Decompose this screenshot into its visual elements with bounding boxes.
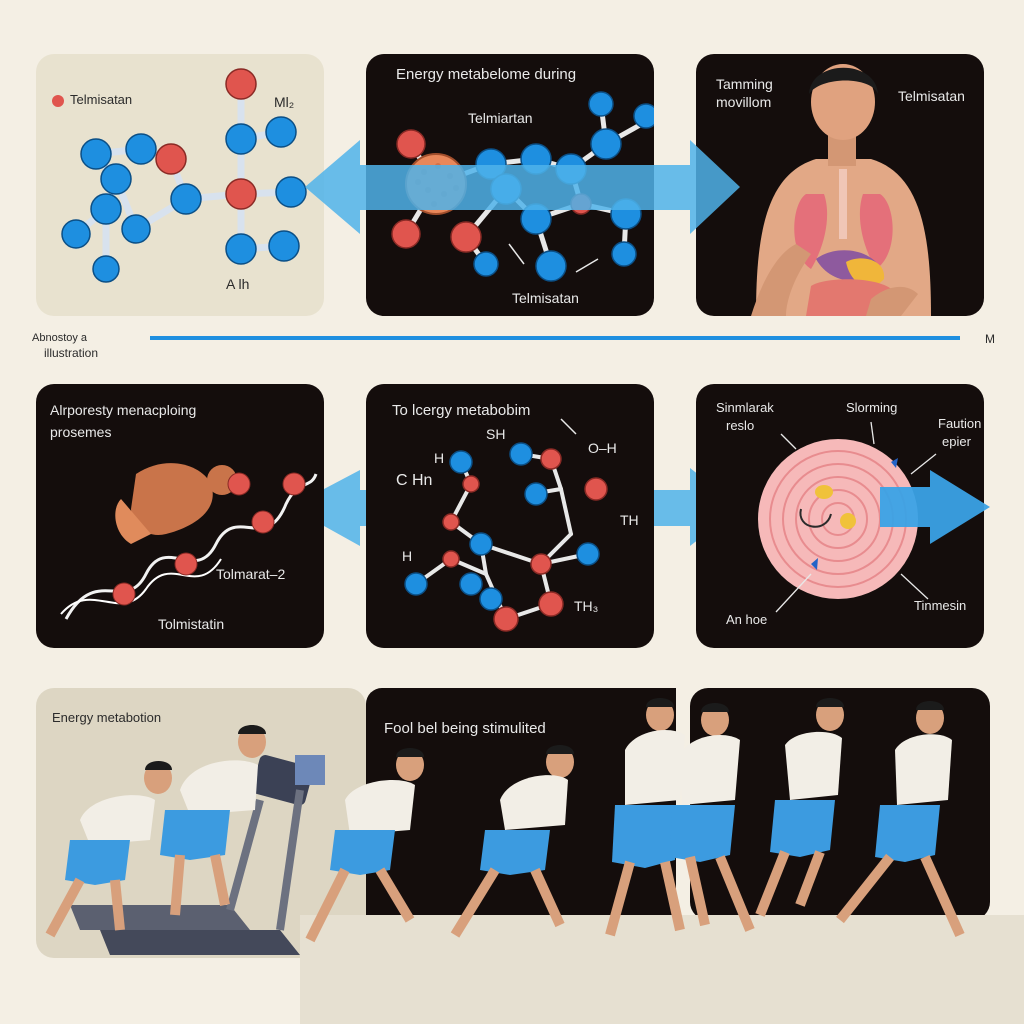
process-label-mid: Tolmarat–2 [216,566,286,582]
label-top-left-2: reslo [726,418,755,433]
label-top: Slorming [846,400,898,415]
label-th: TH [620,512,639,528]
legend-label: Telmisatan [70,92,133,107]
panel-human-anatomy: Tamming movillom Telmisatan [696,54,984,316]
panel-title-line1: Alrporesty menacploing [50,402,197,418]
label-top-left-1: Sinmlarak [716,400,774,415]
panel-title-line1: Tamming [716,76,773,92]
label-oh: O–H [588,440,617,456]
label-sh: SH [486,426,506,442]
atom-blue [80,138,112,170]
molecule-diagram [52,68,307,283]
process-illustration [60,463,318,620]
label-top-right-2: epier [942,434,971,449]
label-h-lower: H [402,548,413,564]
panel-title-line2: movillom [716,94,772,110]
formula-label-bottom: A lh [226,276,250,292]
label-th3: TH₃ [574,598,599,614]
process-label-bottom: Tolmistatin [158,616,225,632]
panel-label-stimulated: Fool bel being stimulited [384,720,546,737]
formula-label-top: Ml₂ [274,94,295,110]
floor [300,915,1024,1024]
panel-title-line2: prosemes [50,424,112,440]
figure-body [131,463,213,535]
panel-label-energy: Energy metabotion [52,710,162,725]
label-bottom-left: An hoe [726,612,768,627]
lung-right [859,194,893,269]
divider-caption-line2: illustration [44,346,99,360]
anatomy-label: Telmisatan [898,88,965,104]
label-top-right-1: Faution [938,416,982,431]
molecule-structure-diagram [404,418,608,632]
molecule-network-diagram [391,91,654,282]
label-bottom-right: Tinmesin [914,598,967,613]
anatomy-illustration [751,64,931,316]
panel-metabolic-process: Alrporesty menacploing prosemes Tolmarat… [36,384,324,648]
atom-red [225,68,257,100]
panel-energy-metabolism: To lcergy metabobim SH O–H H C Hn H TH T… [366,384,654,648]
molecule-label-bottom: Telmisatan [512,290,579,306]
panel-energy-metabolome: Energy metabelome during Telmiartan Telm… [366,54,654,316]
panel-cell-cross-section: Sinmlarak reslo Slorming Faution epier A… [696,384,984,648]
divider-line [150,336,960,340]
label-h: H [434,450,445,466]
panel-molecule-structure: Telmisatan Ml₂ A lh [36,54,324,316]
label-chn: C Hn [396,472,433,489]
panel-title: Energy metabelome during [396,66,577,83]
divider-caption-line1: Abnostoy a [32,332,88,344]
panel-title: To lcergy metabobim [392,402,531,419]
molecule-label-top: Telmiartan [468,110,533,126]
divider-caption-right: M [985,332,995,346]
panel-running-sequence [690,688,990,920]
legend-dot [52,95,64,107]
